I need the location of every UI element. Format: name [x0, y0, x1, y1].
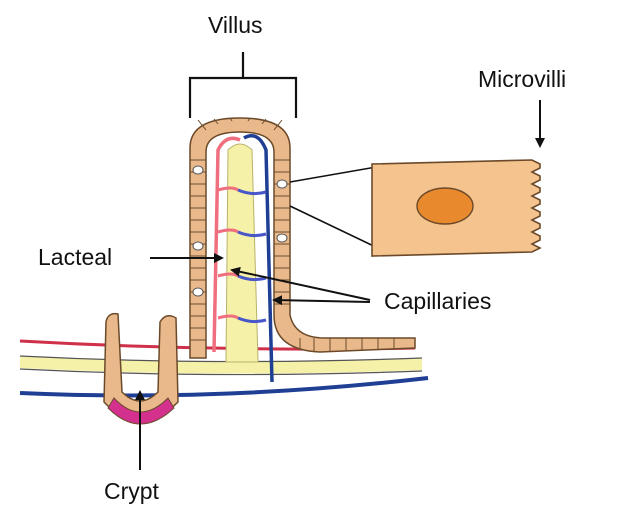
microvilli-label: Microvilli: [478, 68, 566, 91]
goblet-cell: [193, 242, 203, 250]
lymph-vessel-layer: [20, 362, 422, 368]
enterocyte-zoom: [290, 160, 540, 256]
crypt-label: Crypt: [104, 480, 159, 503]
lacteal-label: Lacteal: [38, 246, 112, 269]
villus-label: Villus: [208, 14, 263, 37]
goblet-cell: [277, 180, 287, 188]
vein-vessel: [20, 378, 428, 395]
lacteal: [226, 144, 258, 362]
cell-nucleus: [417, 188, 473, 224]
capillaries-label: Capillaries: [384, 290, 491, 313]
goblet-cell: [277, 234, 287, 242]
goblet-cell: [193, 166, 203, 174]
villus-bracket: [190, 52, 296, 118]
goblet-cell: [193, 288, 203, 296]
